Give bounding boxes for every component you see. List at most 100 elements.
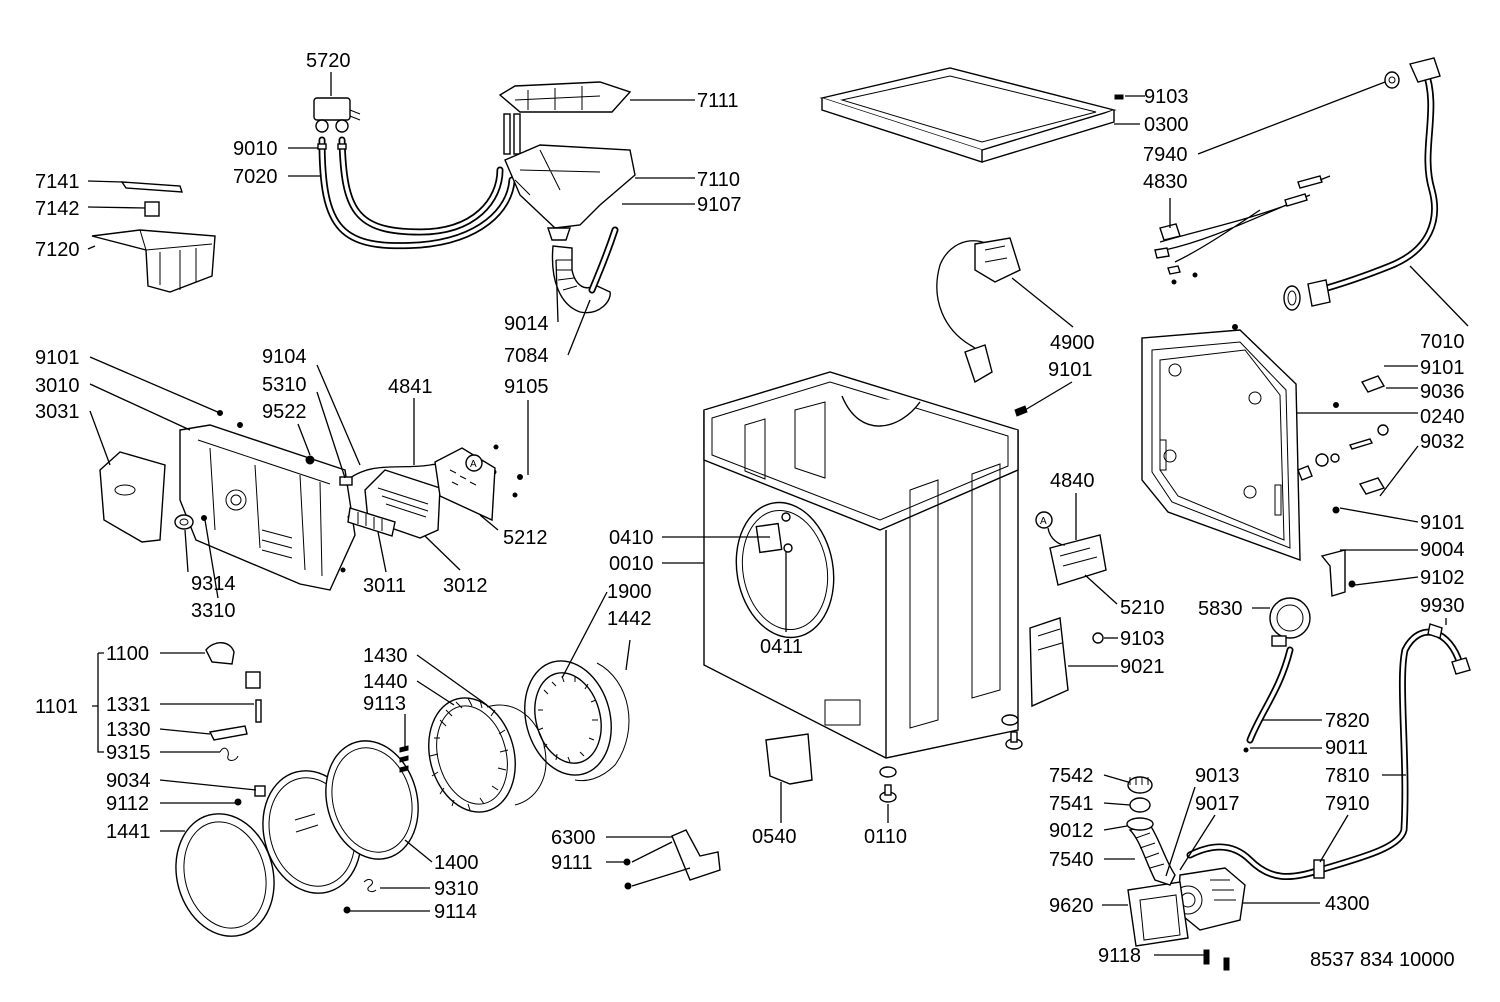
door-outer-ring-1441 (175, 813, 275, 937)
label-5310: 5310 (262, 374, 307, 396)
label-7810: 7810 (1325, 765, 1370, 787)
label-9101-panel: 9101 (35, 347, 80, 369)
label-3011: 3011 (363, 575, 406, 597)
label-1331: 1331 (106, 694, 151, 716)
label-4830: 4830 (1143, 171, 1188, 193)
drawer-handle-7141 (120, 181, 183, 193)
label-4900: 4900 (1050, 332, 1095, 354)
dispenser-housing-7110 (504, 144, 636, 241)
label-3012: 3012 (443, 575, 488, 597)
label-9112: 9112 (106, 793, 149, 815)
label-9103-filter: 9103 (1120, 628, 1165, 650)
dispenser-lid-7111 (498, 81, 632, 155)
board-5212: A (434, 447, 496, 522)
lever-1330 (208, 725, 248, 741)
label-4841: 4841 (388, 376, 433, 398)
screw-9103b (1092, 632, 1104, 644)
wiring-harness-4830 (1154, 175, 1331, 285)
feet-0110 (879, 714, 1023, 803)
keypad-3011 (347, 507, 396, 537)
label-5212: 5212 (503, 527, 548, 549)
label-7540: 7540 (1049, 849, 1094, 871)
label-0110: 0110 (864, 826, 907, 848)
screws-9113 (399, 745, 409, 773)
connector-a-label-2: A (1040, 516, 1047, 527)
label-7020: 7020 (233, 166, 278, 188)
seal-wire-1442 (574, 662, 630, 782)
label-1101: 1101 (35, 696, 78, 718)
label-9111: 9111 (551, 852, 593, 874)
label-0010: 0010 (609, 553, 654, 575)
label-4840: 4840 (1050, 470, 1095, 492)
inlet-hoses-7020 (317, 136, 516, 250)
detergent-drawer-7120 (91, 229, 216, 293)
label-1442: 1442 (607, 608, 652, 630)
label-9017: 9017 (1195, 793, 1240, 815)
mains-cable-4900 (936, 237, 1021, 384)
label-1400: 1400 (434, 852, 479, 874)
label-1100: 1100 (106, 643, 149, 665)
screw-9114 (343, 906, 351, 914)
label-9113: 9113 (363, 693, 406, 715)
gasket-9012 (1126, 817, 1154, 831)
label-9102: 9102 (1420, 567, 1465, 589)
label-9107: 9107 (697, 194, 742, 216)
label-1900: 1900 (607, 581, 652, 603)
label-3031: 3031 (35, 401, 80, 423)
label-0540: 0540 (752, 826, 797, 848)
label-9034: 9034 (106, 770, 151, 792)
label-9021: 9021 (1120, 656, 1165, 678)
rear-panel-0240 (1141, 324, 1339, 562)
filter-plug-7542 (1127, 776, 1153, 794)
filter-board-4840: A (1035, 511, 1107, 586)
filter-housing-9620 (1127, 881, 1189, 947)
inlet-valve-5720 (313, 97, 361, 133)
rear-fasteners (1297, 375, 1389, 495)
label-7542: 7542 (1049, 765, 1094, 787)
sump-hose-7540 (1128, 824, 1176, 886)
pressure-hose-7820 (1246, 646, 1294, 744)
label-9011: 9011 (1325, 737, 1368, 759)
label-3010: 3010 (35, 375, 80, 397)
label-7142: 7142 (35, 198, 80, 220)
label-0240: 0240 (1420, 406, 1465, 428)
label-9522: 9522 (262, 401, 307, 423)
label-7111: 7111 (697, 90, 739, 112)
label-1430: 1430 (363, 645, 408, 667)
label-9101-rear: 9101 (1420, 357, 1465, 379)
label-9014: 9014 (504, 313, 549, 335)
label-0410: 0410 (609, 527, 654, 549)
clip-9310 (363, 879, 377, 893)
label-9010: 9010 (233, 138, 278, 160)
label-5210: 5210 (1120, 597, 1165, 619)
label-9036: 9036 (1420, 381, 1465, 403)
vent-hose-7084 (588, 226, 619, 294)
label-9105: 9105 (504, 376, 549, 398)
label-4300: 4300 (1325, 893, 1370, 915)
label-9310: 9310 (434, 878, 479, 900)
label-7110: 7110 (697, 169, 740, 191)
leader-lines (87, 72, 1469, 956)
small-parts-door (234, 785, 266, 806)
label-5830: 5830 (1198, 598, 1243, 620)
label-6300: 6300 (551, 827, 596, 849)
label-9101-bracket: 9101 (1420, 512, 1465, 534)
label-1441: 1441 (106, 821, 151, 843)
top-cover-0300 (819, 67, 1117, 163)
label-7820: 7820 (1325, 710, 1370, 732)
label-9013: 9013 (1195, 765, 1240, 787)
connector-a-label: A (470, 459, 477, 470)
interference-filter-9021 (1029, 617, 1069, 708)
washer-7940 (1384, 71, 1400, 89)
filter-7541 (1129, 797, 1151, 813)
label-9101-cabinet: 9101 (1048, 359, 1093, 381)
service-flap-0540 (765, 733, 813, 785)
label-7010: 7010 (1420, 331, 1465, 353)
sump-hose-9014 (551, 245, 611, 314)
label-7940: 7940 (1143, 144, 1188, 166)
panel-insert-3031 (99, 451, 166, 543)
pin-1331 (255, 699, 262, 723)
label-9314: 9314 (191, 573, 236, 595)
label-1440: 1440 (363, 671, 408, 693)
